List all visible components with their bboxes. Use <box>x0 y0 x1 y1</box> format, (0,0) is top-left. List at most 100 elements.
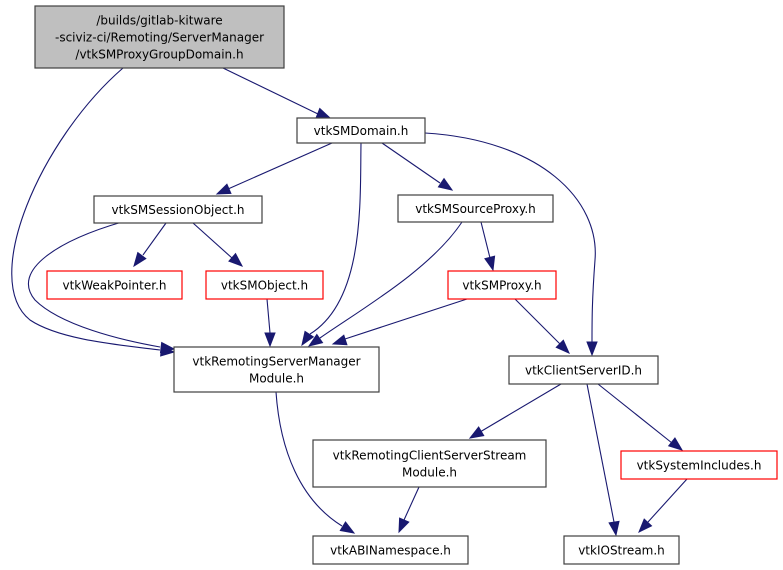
node-label: vtkSystemIncludes.h <box>637 459 762 473</box>
node-box <box>508 355 659 385</box>
edge-line <box>11 67 161 351</box>
node-sourceproxy[interactable]: vtkSMSourceProxy.h <box>397 194 554 223</box>
node-box <box>205 270 324 300</box>
edge-sessionobject-to-smobject <box>192 222 244 267</box>
node-box <box>312 535 469 565</box>
edge-line <box>344 298 468 340</box>
node-sessionobject[interactable]: vtkSMSessionObject.h <box>93 195 263 224</box>
edge-line <box>597 383 673 444</box>
node-box <box>447 270 557 300</box>
edge-smdomain-to-sourceproxy <box>381 142 454 191</box>
node-box <box>397 194 554 223</box>
arrowhead-icon <box>315 107 332 119</box>
edges-layer <box>11 67 688 537</box>
edge-line <box>266 298 271 334</box>
node-weakpointer[interactable]: vtkWeakPointer.h <box>46 270 183 300</box>
node-label: Module.h <box>249 372 304 386</box>
edge-line <box>227 142 333 190</box>
node-box <box>563 535 680 565</box>
node-box <box>46 270 183 300</box>
edge-line <box>222 67 319 115</box>
node-smobject[interactable]: vtkSMObject.h <box>205 270 324 300</box>
arrowhead-icon <box>638 518 653 534</box>
edge-line <box>647 478 688 523</box>
node-box <box>312 439 547 488</box>
node-label: vtkABINamespace.h <box>330 544 451 558</box>
node-clientserverid[interactable]: vtkClientServerID.h <box>508 355 659 385</box>
arrowhead-icon <box>301 330 315 347</box>
edge-sourceproxy-to-rsmmodule <box>307 221 463 347</box>
edge-line <box>28 221 161 348</box>
arrowhead-icon <box>307 333 324 347</box>
edge-smobject-to-rsmmodule <box>264 298 276 348</box>
edge-clientserverid-to-rcssmodule <box>468 383 562 439</box>
edge-line <box>275 391 343 527</box>
arrowhead-icon <box>484 255 496 272</box>
edge-rsmmodule-to-abinamespace <box>275 391 356 534</box>
edge-clientserverid-to-iostream <box>586 383 620 537</box>
node-label: vtkClientServerID.h <box>525 364 642 378</box>
arrowhead-icon <box>667 437 684 451</box>
arrowhead-icon <box>398 517 410 534</box>
node-label: vtkSMObject.h <box>221 279 308 293</box>
arrowhead-icon <box>468 426 485 439</box>
edge-line <box>424 132 596 343</box>
node-label: Module.h <box>402 466 457 480</box>
edge-line <box>381 142 441 184</box>
node-box <box>620 450 778 480</box>
edge-sessionobject-to-rsmmodule <box>28 221 176 354</box>
node-label: -sciviz-ci/Remoting/ServerManager <box>55 31 264 45</box>
arrowhead-icon <box>586 341 598 357</box>
edge-line <box>479 383 562 433</box>
node-label: vtkSMProxy.h <box>462 279 541 293</box>
edge-root-to-smdomain <box>222 67 332 119</box>
node-label: vtkSMSourceProxy.h <box>415 202 536 216</box>
edge-rcssmodule-to-abinamespace <box>398 486 420 534</box>
node-abinamespace[interactable]: vtkABINamespace.h <box>312 535 469 565</box>
arrowhead-icon <box>228 252 244 267</box>
node-iostream[interactable]: vtkIOStream.h <box>563 535 680 565</box>
edge-sourceproxy-to-smproxy <box>480 221 496 272</box>
node-label: vtkWeakPointer.h <box>62 279 166 293</box>
node-box <box>296 117 426 144</box>
edge-line <box>403 486 420 521</box>
edge-line <box>192 222 233 259</box>
node-label: vtkSMDomain.h <box>314 124 409 138</box>
arrowhead-icon <box>339 521 356 534</box>
node-label: vtkRemotingClientServerStream <box>333 449 527 463</box>
arrowhead-icon <box>437 177 454 191</box>
node-label: /builds/gitlab-kitware <box>96 14 222 28</box>
node-root[interactable]: /builds/gitlab-kitware -sciviz-ci/Remotin… <box>34 5 285 69</box>
edge-line <box>309 142 362 335</box>
arrowhead-icon <box>555 339 570 354</box>
node-label: /vtkSMProxyGroupDomain.h <box>75 48 243 62</box>
edge-smdomain-to-rsmmodule <box>301 142 362 347</box>
edge-systemincludes-to-iostream <box>638 478 688 534</box>
edge-line <box>319 221 463 339</box>
edge-line <box>480 221 491 259</box>
arrowhead-icon <box>331 334 348 346</box>
arrowhead-icon <box>264 332 276 348</box>
node-smproxy[interactable]: vtkSMProxy.h <box>447 270 557 300</box>
edge-smproxy-to-clientserverid <box>514 298 570 354</box>
arrowhead-icon <box>133 251 147 268</box>
node-box <box>34 5 285 69</box>
edge-smdomain-to-clientserverid <box>424 132 598 357</box>
node-box <box>173 346 380 393</box>
node-box <box>93 195 263 224</box>
node-systemincludes[interactable]: vtkSystemIncludes.h <box>620 450 778 480</box>
arrowhead-icon <box>608 520 620 537</box>
edge-clientserverid-to-systemincludes <box>597 383 684 451</box>
edge-line <box>514 298 561 345</box>
node-label: vtkRemotingServerManager <box>192 355 360 369</box>
arrowhead-icon <box>215 183 232 195</box>
nodes-layer: /builds/gitlab-kitware -sciviz-ci/Remotin… <box>34 5 778 565</box>
node-smdomain[interactable]: vtkSMDomain.h <box>296 117 426 144</box>
edge-sessionobject-to-weakpointer <box>133 222 167 268</box>
edge-line <box>142 222 167 256</box>
edge-smdomain-to-sessionobject <box>215 142 333 195</box>
arrowhead-icon <box>159 341 176 354</box>
